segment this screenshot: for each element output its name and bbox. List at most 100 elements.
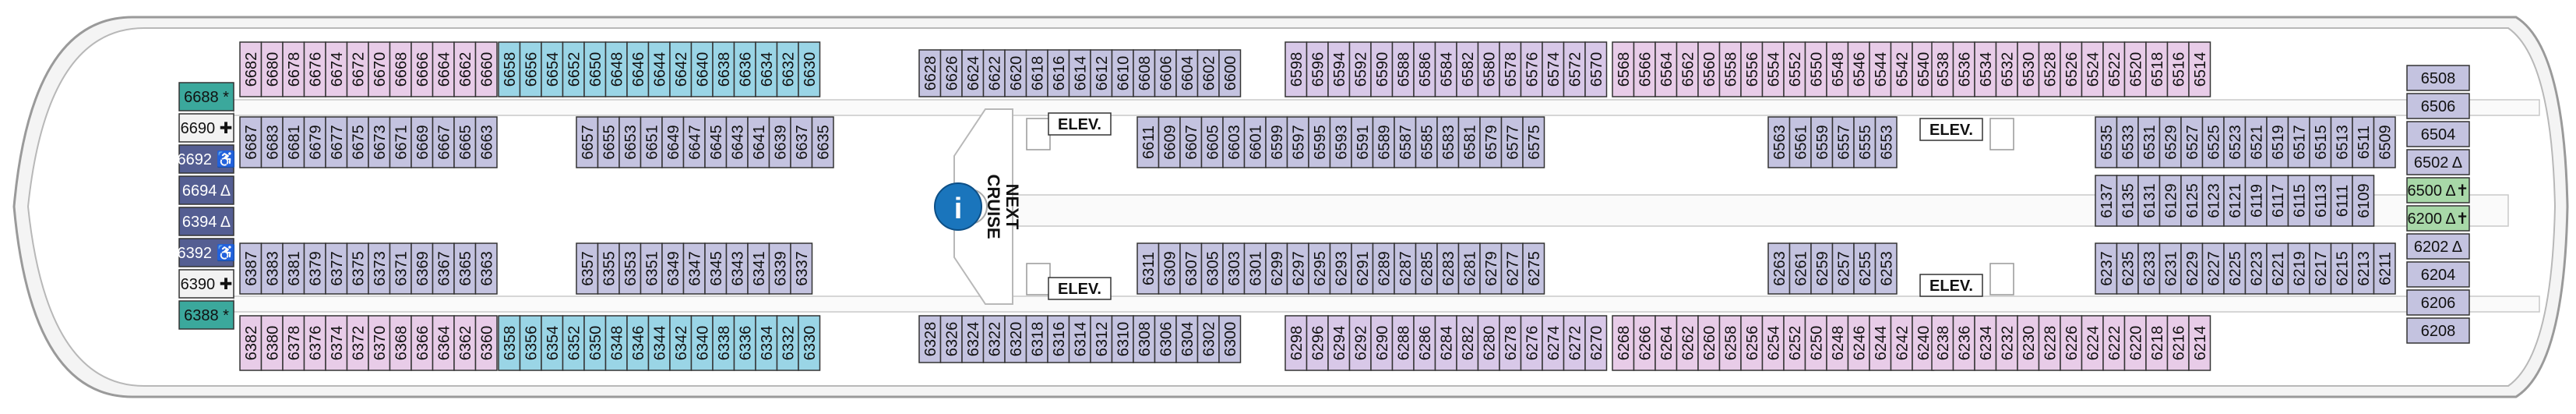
cabin-6280[interactable]: 6280 <box>1477 315 1500 371</box>
cabin-6211[interactable]: 6211 <box>2373 242 2396 295</box>
cabin-6226[interactable]: 6226 <box>2060 315 2083 371</box>
cabin-6306[interactable]: 6306 <box>1154 315 1177 363</box>
cabin-6356[interactable]: 6356 <box>519 315 542 371</box>
cabin-6511[interactable]: 6511 <box>2352 116 2375 168</box>
cabin-6602[interactable]: 6602 <box>1196 49 1220 97</box>
cabin-6648[interactable]: 6648 <box>604 41 628 97</box>
cabin-6302[interactable]: 6302 <box>1196 315 1220 363</box>
cabin-6579[interactable]: 6579 <box>1479 116 1503 168</box>
cabin-6570[interactable]: 6570 <box>1584 41 1608 97</box>
elevator-aft-top[interactable]: ELEV. <box>1919 118 1983 141</box>
cabin-6221[interactable]: 6221 <box>2266 242 2289 295</box>
info-icon[interactable] <box>934 182 982 231</box>
cabin-6371[interactable]: 6371 <box>389 242 412 295</box>
cabin-6687[interactable]: 6687 <box>239 116 263 168</box>
cabin-6649[interactable]: 6649 <box>661 116 685 168</box>
cabin-6516[interactable]: 6516 <box>2166 41 2190 97</box>
cabin-6678[interactable]: 6678 <box>282 41 305 97</box>
cabin-6131[interactable]: 6131 <box>2137 175 2161 227</box>
cabin-6528[interactable]: 6528 <box>2038 41 2061 97</box>
cabin-6546[interactable]: 6546 <box>1847 41 1870 97</box>
cabin-6663[interactable]: 6663 <box>474 116 498 168</box>
cabin-6694[interactable]: 6694 Δ <box>178 175 234 205</box>
cabin-6301[interactable]: 6301 <box>1243 242 1267 295</box>
cabin-6607[interactable]: 6607 <box>1179 116 1203 168</box>
cabin-6533[interactable]: 6533 <box>2116 116 2139 168</box>
cabin-6673[interactable]: 6673 <box>368 116 391 168</box>
cabin-6291[interactable]: 6291 <box>1351 242 1374 295</box>
cabin-6304[interactable]: 6304 <box>1175 315 1199 363</box>
cabin-6382[interactable]: 6382 <box>239 315 263 371</box>
cabin-6314[interactable]: 6314 <box>1068 315 1091 363</box>
cabin-6690[interactable]: 6690 ✚ <box>178 113 234 143</box>
cabin-6564[interactable]: 6564 <box>1654 41 1678 97</box>
cabin-6669[interactable]: 6669 <box>411 116 434 168</box>
cabin-6552[interactable]: 6552 <box>1783 41 1806 97</box>
cabin-6220[interactable]: 6220 <box>2123 315 2147 371</box>
cabin-6274[interactable]: 6274 <box>1542 315 1565 371</box>
cabin-6587[interactable]: 6587 <box>1394 116 1417 168</box>
cabin-6653[interactable]: 6653 <box>618 116 642 168</box>
cabin-6246[interactable]: 6246 <box>1847 315 1870 371</box>
cabin-6517[interactable]: 6517 <box>2287 116 2310 168</box>
cabin-6521[interactable]: 6521 <box>2244 116 2268 168</box>
cabin-6305[interactable]: 6305 <box>1200 242 1224 295</box>
cabin-6219[interactable]: 6219 <box>2287 242 2310 295</box>
cabin-6527[interactable]: 6527 <box>2180 116 2204 168</box>
cabin-6611[interactable]: 6611 <box>1136 116 1160 168</box>
cabin-6635[interactable]: 6635 <box>811 116 834 168</box>
cabin-6502[interactable]: 6502 Δ <box>2406 149 2470 175</box>
cabin-6320[interactable]: 6320 <box>1004 315 1027 363</box>
cabin-6683[interactable]: 6683 <box>260 116 284 168</box>
cabin-6109[interactable]: 6109 <box>2352 175 2375 227</box>
cabin-6387[interactable]: 6387 <box>239 242 263 295</box>
cabin-6603[interactable]: 6603 <box>1222 116 1246 168</box>
cabin-6578[interactable]: 6578 <box>1499 41 1522 97</box>
cabin-6344[interactable]: 6344 <box>647 315 671 371</box>
cabin-6277[interactable]: 6277 <box>1500 242 1524 295</box>
cabin-6229[interactable]: 6229 <box>2180 242 2204 295</box>
cabin-6500[interactable]: 6500 Δ✝ <box>2406 177 2470 203</box>
cabin-6524[interactable]: 6524 <box>2081 41 2104 97</box>
cabin-6642[interactable]: 6642 <box>669 41 692 97</box>
cabin-6590[interactable]: 6590 <box>1370 41 1394 97</box>
cabin-6651[interactable]: 6651 <box>640 116 663 168</box>
cabin-6255[interactable]: 6255 <box>1853 242 1876 295</box>
cabin-6656[interactable]: 6656 <box>519 41 542 97</box>
cabin-6262[interactable]: 6262 <box>1676 315 1699 371</box>
cabin-6618[interactable]: 6618 <box>1025 49 1048 97</box>
cabin-6563[interactable]: 6563 <box>1767 116 1791 168</box>
cabin-6375[interactable]: 6375 <box>346 242 369 295</box>
cabin-6117[interactable]: 6117 <box>2266 175 2289 227</box>
cabin-6530[interactable]: 6530 <box>2017 41 2040 97</box>
cabin-6612[interactable]: 6612 <box>1090 49 1113 97</box>
next-cruise-info[interactable]: i NEXT CRUISE <box>934 174 1022 239</box>
cabin-6260[interactable]: 6260 <box>1697 315 1721 371</box>
cabin-6362[interactable]: 6362 <box>453 315 477 371</box>
cabin-6632[interactable]: 6632 <box>776 41 799 97</box>
cabin-6597[interactable]: 6597 <box>1286 116 1309 168</box>
cabin-6351[interactable]: 6351 <box>640 242 663 295</box>
cabin-6129[interactable]: 6129 <box>2158 175 2182 227</box>
cabin-6232[interactable]: 6232 <box>1995 315 2018 371</box>
cabin-6293[interactable]: 6293 <box>1329 242 1352 295</box>
cabin-6534[interactable]: 6534 <box>1974 41 1997 97</box>
cabin-6531[interactable]: 6531 <box>2137 116 2161 168</box>
cabin-6299[interactable]: 6299 <box>1265 242 1288 295</box>
cabin-6292[interactable]: 6292 <box>1348 315 1372 371</box>
cabin-6662[interactable]: 6662 <box>453 41 477 97</box>
cabin-6595[interactable]: 6595 <box>1308 116 1331 168</box>
cabin-6513[interactable]: 6513 <box>2330 116 2353 168</box>
cabin-6568[interactable]: 6568 <box>1612 41 1635 97</box>
cabin-6342[interactable]: 6342 <box>669 315 692 371</box>
elevator-aft-bottom[interactable]: ELEV. <box>1919 274 1983 297</box>
cabin-6310[interactable]: 6310 <box>1111 315 1134 363</box>
cabin-6585[interactable]: 6585 <box>1415 116 1438 168</box>
cabin-6303[interactable]: 6303 <box>1222 242 1246 295</box>
cabin-6235[interactable]: 6235 <box>2116 242 2139 295</box>
cabin-6610[interactable]: 6610 <box>1111 49 1134 97</box>
cabin-6575[interactable]: 6575 <box>1522 116 1545 168</box>
cabin-6123[interactable]: 6123 <box>2201 175 2225 227</box>
cabin-6257[interactable]: 6257 <box>1831 242 1855 295</box>
cabin-6606[interactable]: 6606 <box>1154 49 1177 97</box>
